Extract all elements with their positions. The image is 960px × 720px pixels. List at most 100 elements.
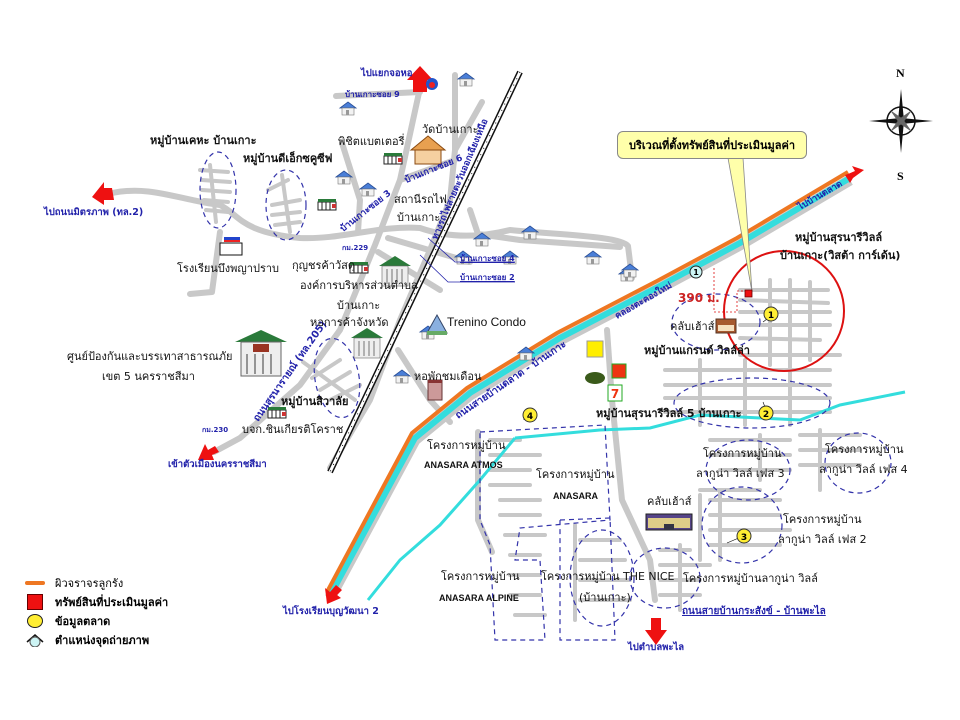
chamber-label: หอการค้าจังหวัด (310, 316, 389, 329)
camera-view-icon (25, 633, 45, 647)
battery-shop-icon (383, 152, 403, 165)
subject-radius-circle (723, 250, 845, 372)
km229-label: กม.229 (342, 244, 369, 252)
arrow-south (645, 618, 667, 645)
direction-west: ไปถนนมิตรภาพ (ทล.2) (44, 207, 144, 218)
direction-south: ไปตำบลพะไล (628, 642, 685, 653)
svg-text:7: 7 (611, 387, 619, 401)
clubhouse-1-icon (715, 318, 737, 334)
legend-label: ตำแหน่งจุดถ่ายภาพ (55, 633, 150, 647)
market-point-4-label: 4 (527, 412, 533, 422)
kheha-village-label: หมู่บ้านเคหะ บ้านเกาะ (150, 134, 257, 147)
market-point-1-label: 1 (768, 311, 774, 321)
market-point-1 (762, 306, 779, 323)
market-point-4 (522, 407, 538, 423)
surinari-village-label-2: บ้านเกาะ(วิสต้า การ์เด้น) (780, 249, 901, 262)
village-boundaries (199, 151, 892, 641)
shop-logos: 7 (585, 340, 627, 402)
legend-item-subject: ทรัพย์สินที่ประเมินมูลค่า (25, 592, 168, 611)
legend-item-paved: ผิวจราจรลูกรัง (25, 573, 168, 592)
atmos-label-1: โครงการหมู่บ้าน (427, 439, 506, 452)
subject-property-marker[interactable] (744, 289, 753, 298)
disaster-center-label-1: ศูนย์ป้องกันและบรรเทาสาธารณภัย (67, 350, 233, 363)
legend-item-photo: ตำแหน่งจุดถ่ายภาพ (25, 630, 168, 649)
chinkiat-label: บจก.ชินเกียรติโคราช (242, 423, 344, 436)
road-soi4 (385, 235, 473, 265)
railway (327, 70, 523, 474)
legend-item-market: ข้อมูลตลาด (25, 611, 168, 630)
surinari-village-label-1: หมู่บ้านสุรนารีวิลล์ (795, 231, 883, 244)
svg-text:1: 1 (693, 268, 699, 277)
road-anasara (475, 429, 495, 555)
distance-indicator (713, 268, 745, 313)
alpine-label-1: โครงการหมู่บ้าน (441, 570, 520, 583)
arrow-west (92, 182, 114, 205)
road-soi-east (467, 207, 623, 250)
direction-south-school: ไปโรงเรียนบุญวัฒนา 2 (283, 606, 379, 617)
hardware-label: กุญชรค้าวัสดุ (292, 259, 355, 272)
anasara-label-2: ANASARA (553, 491, 598, 501)
callout-pointer (727, 157, 753, 293)
the-nice-label-1: โครงการหมู่บ้าน THE NICE (541, 570, 675, 583)
direction-north: ไปแยกจอหอ (361, 68, 413, 79)
clubhouse-1-label: คลับเฮ้าส์ (670, 320, 715, 333)
compass-rose (869, 89, 933, 153)
arrow-northeast (845, 166, 864, 183)
subject-callout: บริเวณที่ตั้งทรัพย์สินที่ประเมินมูลค่า (617, 131, 807, 159)
map-legend: ผิวจราจรลูกรัง ทรัพย์สินที่ประเมินมูลค่า… (25, 573, 168, 649)
station-label-1: สถานีรถไฟ (394, 193, 447, 206)
disaster-center-icon (235, 330, 287, 377)
lagoon-phase4-label-1: โครงการหมู่บ้าน (825, 443, 904, 456)
gas-station-logo (586, 340, 604, 358)
sao-label-2: บ้านเกาะ (337, 299, 381, 312)
road-soi9 (333, 89, 423, 99)
chamber-building-icon (350, 327, 384, 359)
market-points: 1 2 3 4 (522, 306, 779, 544)
clubhouse-2-icon (645, 513, 693, 531)
photo-point-icon: 1 (689, 265, 703, 279)
surinari5-village-label: หมู่บ้านสุรนารีวิลล์ 5 บ้านเกาะ (596, 407, 742, 420)
lagoon-phase3-label-2: ลากูน่า วิลล์ เฟส 3 (696, 467, 785, 480)
disaster-center-label-2: เขต 5 นครราชสีมา (102, 370, 195, 383)
school-label: โรงเรียนบึงพญาปราบ (177, 262, 280, 275)
roads (109, 72, 862, 622)
trenino-condo-label: Trenino Condo (447, 315, 526, 329)
northeast-direction-label: ไปบ้านตลาด (795, 177, 845, 213)
battery-shop-label: พิชิตแบตเตอรี่ (338, 135, 405, 148)
km230-label: กม.230 (202, 426, 229, 434)
lagoon-phase4-label-2: ลากูน่า วิลล์ เฟส 4 (819, 463, 908, 476)
alpine-label-2: ANASARA ALPINE (439, 593, 519, 603)
dx-village-label: หมู่บ้านดีเอ็กซคูซีฟ (243, 152, 333, 165)
dormitory-label: หอพักชมเดือน (414, 370, 482, 383)
the-nice-label-2: (บ้านเกาะ) (579, 591, 631, 604)
atmos-label-2: ANASARA ATMOS (424, 460, 503, 470)
road-soi3 (339, 140, 363, 235)
lagoon-villa-label: โครงการหมู่บ้านลากูน่า วิลล์ (683, 572, 818, 585)
soi9-label: บ้านเกาะซอย 9 (345, 90, 400, 99)
siwalai-village-label: หมู่บ้านสิวาลัย (281, 395, 349, 408)
compass-north: N (896, 66, 905, 80)
dormitory-icon (427, 379, 443, 401)
road-soi6 (397, 157, 458, 183)
lagoon-phase2-label-1: โครงการหมู่บ้าน (783, 513, 862, 526)
seven-eleven-logo (607, 384, 623, 402)
legend-label: ข้อมูลตลาด (55, 614, 111, 628)
south-road-label: ถนนสายบ้านกระสังข์ - บ้านพะไล (682, 606, 826, 617)
legend-label: ผิวจราจรลูกรัง (55, 576, 124, 590)
red-square-icon (25, 593, 45, 610)
main-road (325, 170, 853, 601)
market-point-3 (726, 528, 752, 544)
school-icon (219, 237, 243, 256)
orange-line-icon (25, 580, 45, 585)
canal (366, 390, 906, 601)
road-north-2 (452, 99, 485, 153)
store-logo (611, 363, 627, 379)
soi4-label: บ้านเกาะซอย 4 (460, 254, 515, 263)
station-label-2: บ้านเกาะ (397, 211, 441, 224)
sao-label: องค์การบริหารส่วนตำบล (300, 279, 418, 292)
anasara-label-1: โครงการหมู่บ้าน (536, 468, 615, 481)
direction-southwest: เข้าตัวเมืองนครราชสีมา (168, 459, 267, 470)
fuel-station-icon (426, 78, 438, 90)
distance-label: 390 ม. (678, 291, 720, 305)
